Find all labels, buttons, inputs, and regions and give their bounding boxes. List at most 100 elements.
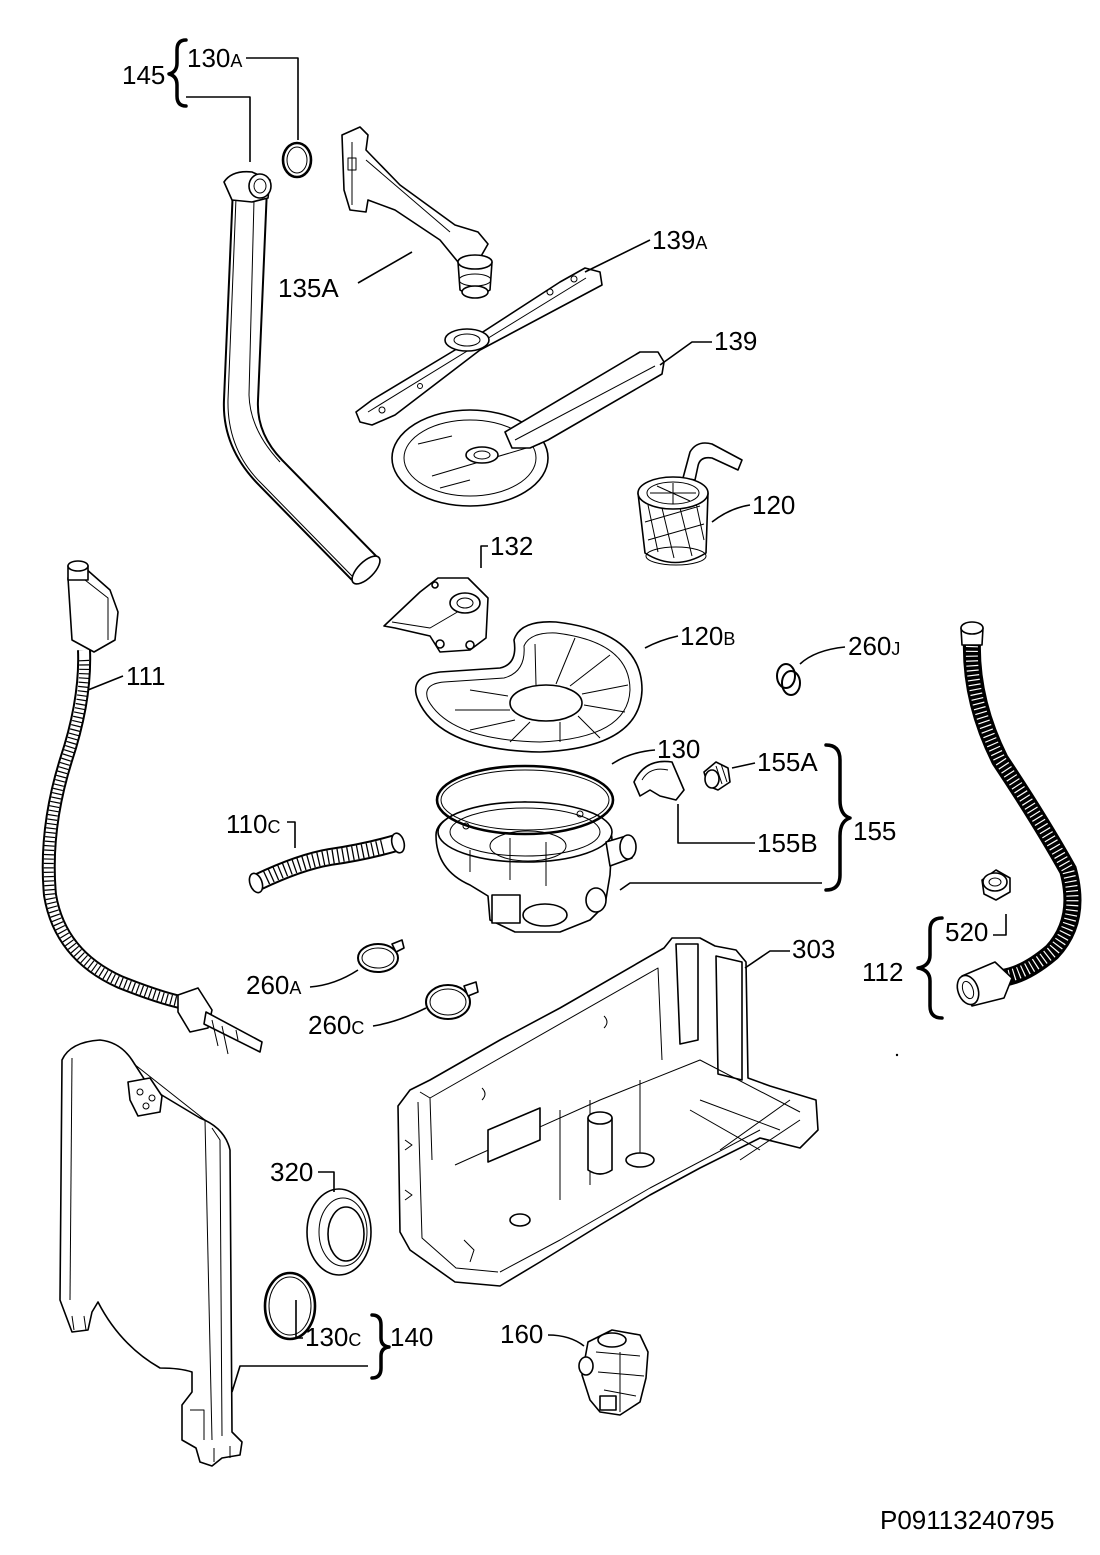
label-120b-suffix: B (723, 629, 735, 649)
o-ring-130c (263, 1271, 317, 1341)
clamp-ring-inner (361, 947, 395, 969)
sump-top-rim (437, 801, 613, 863)
spray-arm-hub-bore (453, 333, 481, 347)
upper-spray-arm (355, 267, 603, 426)
label-520-number: 520 (945, 917, 988, 947)
part-520-bore (988, 877, 1002, 887)
inlet-hose-terminal (203, 1011, 263, 1053)
water-diverter-132 (383, 577, 489, 653)
clamp-tab (463, 981, 479, 997)
leader-130c (295, 1300, 303, 1339)
brace-145 (167, 38, 188, 108)
base-tray (397, 937, 819, 1287)
o-ring-outer (263, 1271, 317, 1341)
drain-hose-ribs (965, 645, 1079, 982)
filter-mesh (644, 502, 705, 559)
leader-130a (246, 57, 299, 140)
clamp-tab (391, 939, 405, 953)
label-130: 130 (657, 734, 700, 764)
filter-handle (682, 442, 743, 481)
part-155b-body (633, 760, 685, 801)
fine-filter-plate (414, 621, 643, 753)
leader-520 (993, 914, 1007, 936)
bracket-slot (347, 157, 357, 171)
label-160: 160 (500, 1319, 543, 1349)
label-303: 303 (792, 934, 835, 964)
pipe-outlet-end (351, 555, 381, 585)
drawing-number: P09113240795 (880, 1505, 1054, 1535)
pump-connector (599, 1395, 617, 1411)
hose-110c-end (390, 832, 406, 854)
leader-155b (677, 804, 755, 844)
sump-inner-detail (469, 838, 547, 886)
seal-mid (318, 1197, 368, 1267)
spray-arm-blade (504, 351, 665, 449)
label-111-number: 111 (126, 661, 166, 691)
leader-155 (619, 882, 822, 891)
spray-nozzle-hole (546, 288, 554, 296)
label-260a-suffix: A (289, 978, 301, 998)
leader-135a (357, 251, 413, 284)
bracket-body (341, 126, 489, 263)
brace-155 (824, 743, 852, 892)
lower-spray-arm (391, 351, 665, 507)
leader-260c (372, 1007, 427, 1027)
tank-label-plate (127, 1077, 163, 1117)
hose-110c-end (248, 872, 264, 894)
hose-clamp-260j (776, 663, 801, 696)
leader-132 (480, 545, 488, 568)
leader-120b (644, 635, 679, 649)
leader-303 (744, 950, 790, 969)
tank-frame-edge (133, 1063, 223, 1441)
base-port (509, 1213, 531, 1227)
part-155b-edge (641, 768, 669, 781)
inlet-connector-top (67, 560, 89, 572)
label-132: 132 (490, 531, 533, 561)
label-145-number: 145 (122, 60, 165, 90)
label-120b-number: 120 (680, 621, 723, 651)
label-155b-number: 155B (757, 828, 818, 858)
tank-hole (136, 1088, 144, 1096)
label-139a-number: 139 (652, 225, 695, 255)
label-120: 120 (752, 490, 795, 520)
pipe-edge-line (248, 199, 281, 463)
sump-center-well (489, 830, 567, 862)
leader-320 (318, 1171, 335, 1192)
spray-arm-center-bore (473, 450, 491, 460)
diverter-stud (435, 639, 445, 649)
pipe-inlet-bore (253, 178, 267, 194)
bracket-nozzle-top (457, 254, 493, 270)
label-160-number: 160 (500, 1319, 543, 1349)
inlet-valve-housing (67, 567, 119, 653)
label-120b: 120B (680, 621, 735, 651)
leader-155a (731, 762, 756, 769)
bracket-nozzle-bottom (461, 285, 489, 299)
spray-nozzle-hole (417, 383, 423, 389)
leader-lines (87, 57, 1007, 1393)
label-139: 139 (714, 326, 757, 356)
label-139a: 139A (652, 225, 707, 255)
pipe-inlet-opening (248, 173, 272, 199)
fine-filter-rim (426, 632, 631, 743)
clamp-ring (425, 984, 471, 1020)
fine-filter-center-hole (509, 684, 583, 722)
fine-filter-ribs (455, 637, 629, 743)
o-ring-130a (281, 141, 313, 179)
spray-arm-disc-rim (403, 419, 537, 497)
base-port (625, 1152, 655, 1168)
label-130a-suffix: A (230, 51, 242, 71)
seal-ring-outer (435, 764, 615, 836)
spray-arm-hub (444, 328, 490, 352)
label-130a: 130A (187, 43, 242, 73)
seal-inner (327, 1206, 365, 1262)
label-135a: 135A (278, 273, 339, 303)
filter-body (637, 492, 709, 564)
label-260j-suffix: J (891, 639, 900, 659)
inlet-hose (41, 560, 263, 1055)
tank-feet (71, 1315, 87, 1331)
part-155a-ribs (715, 763, 728, 785)
label-155a-number: 155A (757, 747, 818, 777)
o-ring-inner (268, 1276, 312, 1336)
clamp-coil (781, 670, 801, 696)
